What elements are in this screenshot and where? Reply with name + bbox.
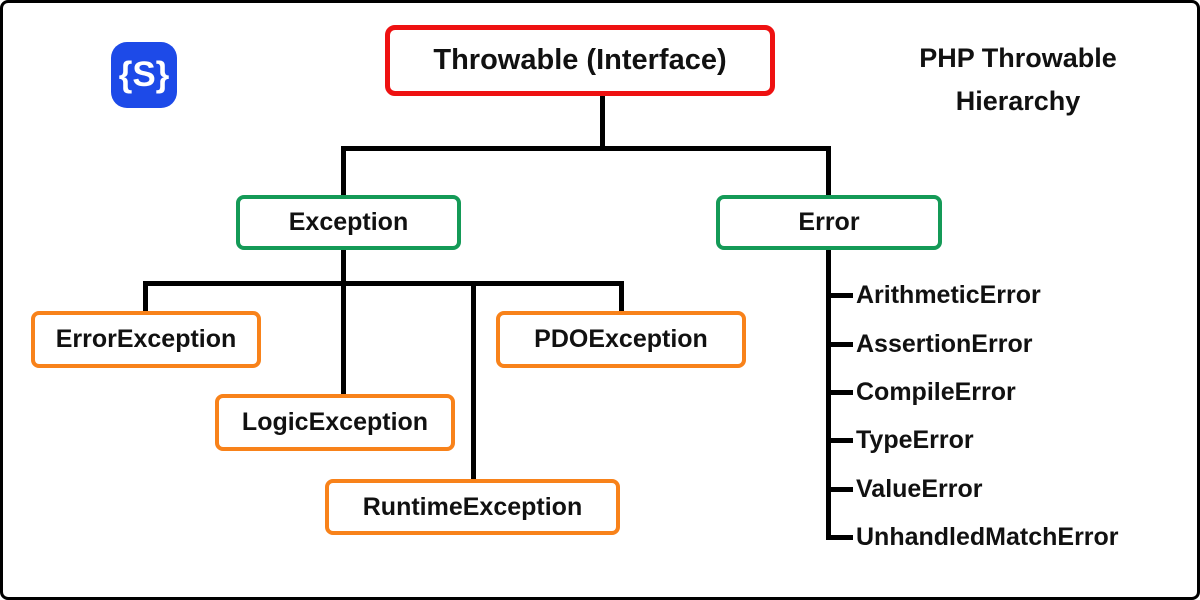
node-assertionerror: AssertionError [856, 327, 1032, 361]
connector-level1-rail [341, 146, 831, 151]
node-runtimeexception: RuntimeException [325, 479, 620, 535]
node-throwable: Throwable (Interface) [385, 25, 775, 96]
node-error-label: Error [798, 208, 860, 236]
node-typeerror-label: TypeError [856, 425, 974, 454]
node-valueerror-label: ValueError [856, 474, 983, 503]
node-arithmeticerror-label: ArithmeticError [856, 280, 1041, 309]
connector-errorexception-drop [143, 281, 148, 312]
node-errorexception-label: ErrorException [55, 325, 237, 353]
node-unhandledmatcherror-label: UnhandledMatchError [856, 522, 1119, 551]
node-pdoexception-label: PDOException [534, 325, 708, 353]
connector-root-stem [600, 96, 605, 146]
connector-logicexception-drop [341, 281, 346, 395]
node-logicexception: LogicException [215, 394, 455, 451]
brand-logo-text: {S} [118, 55, 170, 94]
node-exception: Exception [236, 195, 461, 250]
connector-exception-drop [341, 146, 346, 195]
connector-tick-unhandledmatcherror [826, 535, 853, 540]
connector-tick-arithmeticerror [826, 293, 853, 298]
node-compileerror-label: CompileError [856, 377, 1016, 406]
diagram-title: PHP Throwable Hierarchy [873, 37, 1163, 123]
node-compileerror: CompileError [856, 375, 1016, 409]
node-unhandledmatcherror: UnhandledMatchError [856, 520, 1119, 554]
connector-tick-assertionerror [826, 342, 853, 347]
connector-tick-valueerror [826, 487, 853, 492]
node-throwable-label: Throwable (Interface) [433, 44, 727, 76]
node-arithmeticerror: ArithmeticError [856, 278, 1041, 312]
connector-error-drop [826, 146, 831, 195]
node-logicexception-label: LogicException [241, 408, 429, 436]
connector-pdoexception-drop [619, 281, 624, 312]
node-typeerror: TypeError [856, 423, 974, 457]
brand-logo-icon: {S} [111, 42, 177, 108]
connector-level2-rail [143, 281, 624, 286]
node-assertionerror-label: AssertionError [856, 329, 1033, 358]
diagram-title-line2: Hierarchy [955, 86, 1081, 116]
node-valueerror: ValueError [856, 472, 982, 506]
node-runtimeexception-label: RuntimeException [362, 492, 583, 521]
diagram-title-line1: PHP Throwable [919, 43, 1117, 73]
node-pdoexception: PDOException [496, 311, 746, 368]
node-exception-label: Exception [288, 208, 409, 236]
connector-tick-typeerror [826, 438, 853, 443]
connector-runtimeexception-drop [471, 281, 476, 480]
connector-tick-compileerror [826, 390, 853, 395]
connector-exception-stem [341, 250, 346, 281]
node-errorexception: ErrorException [31, 311, 261, 368]
node-error: Error [716, 195, 942, 250]
connector-error-spine [826, 250, 831, 540]
